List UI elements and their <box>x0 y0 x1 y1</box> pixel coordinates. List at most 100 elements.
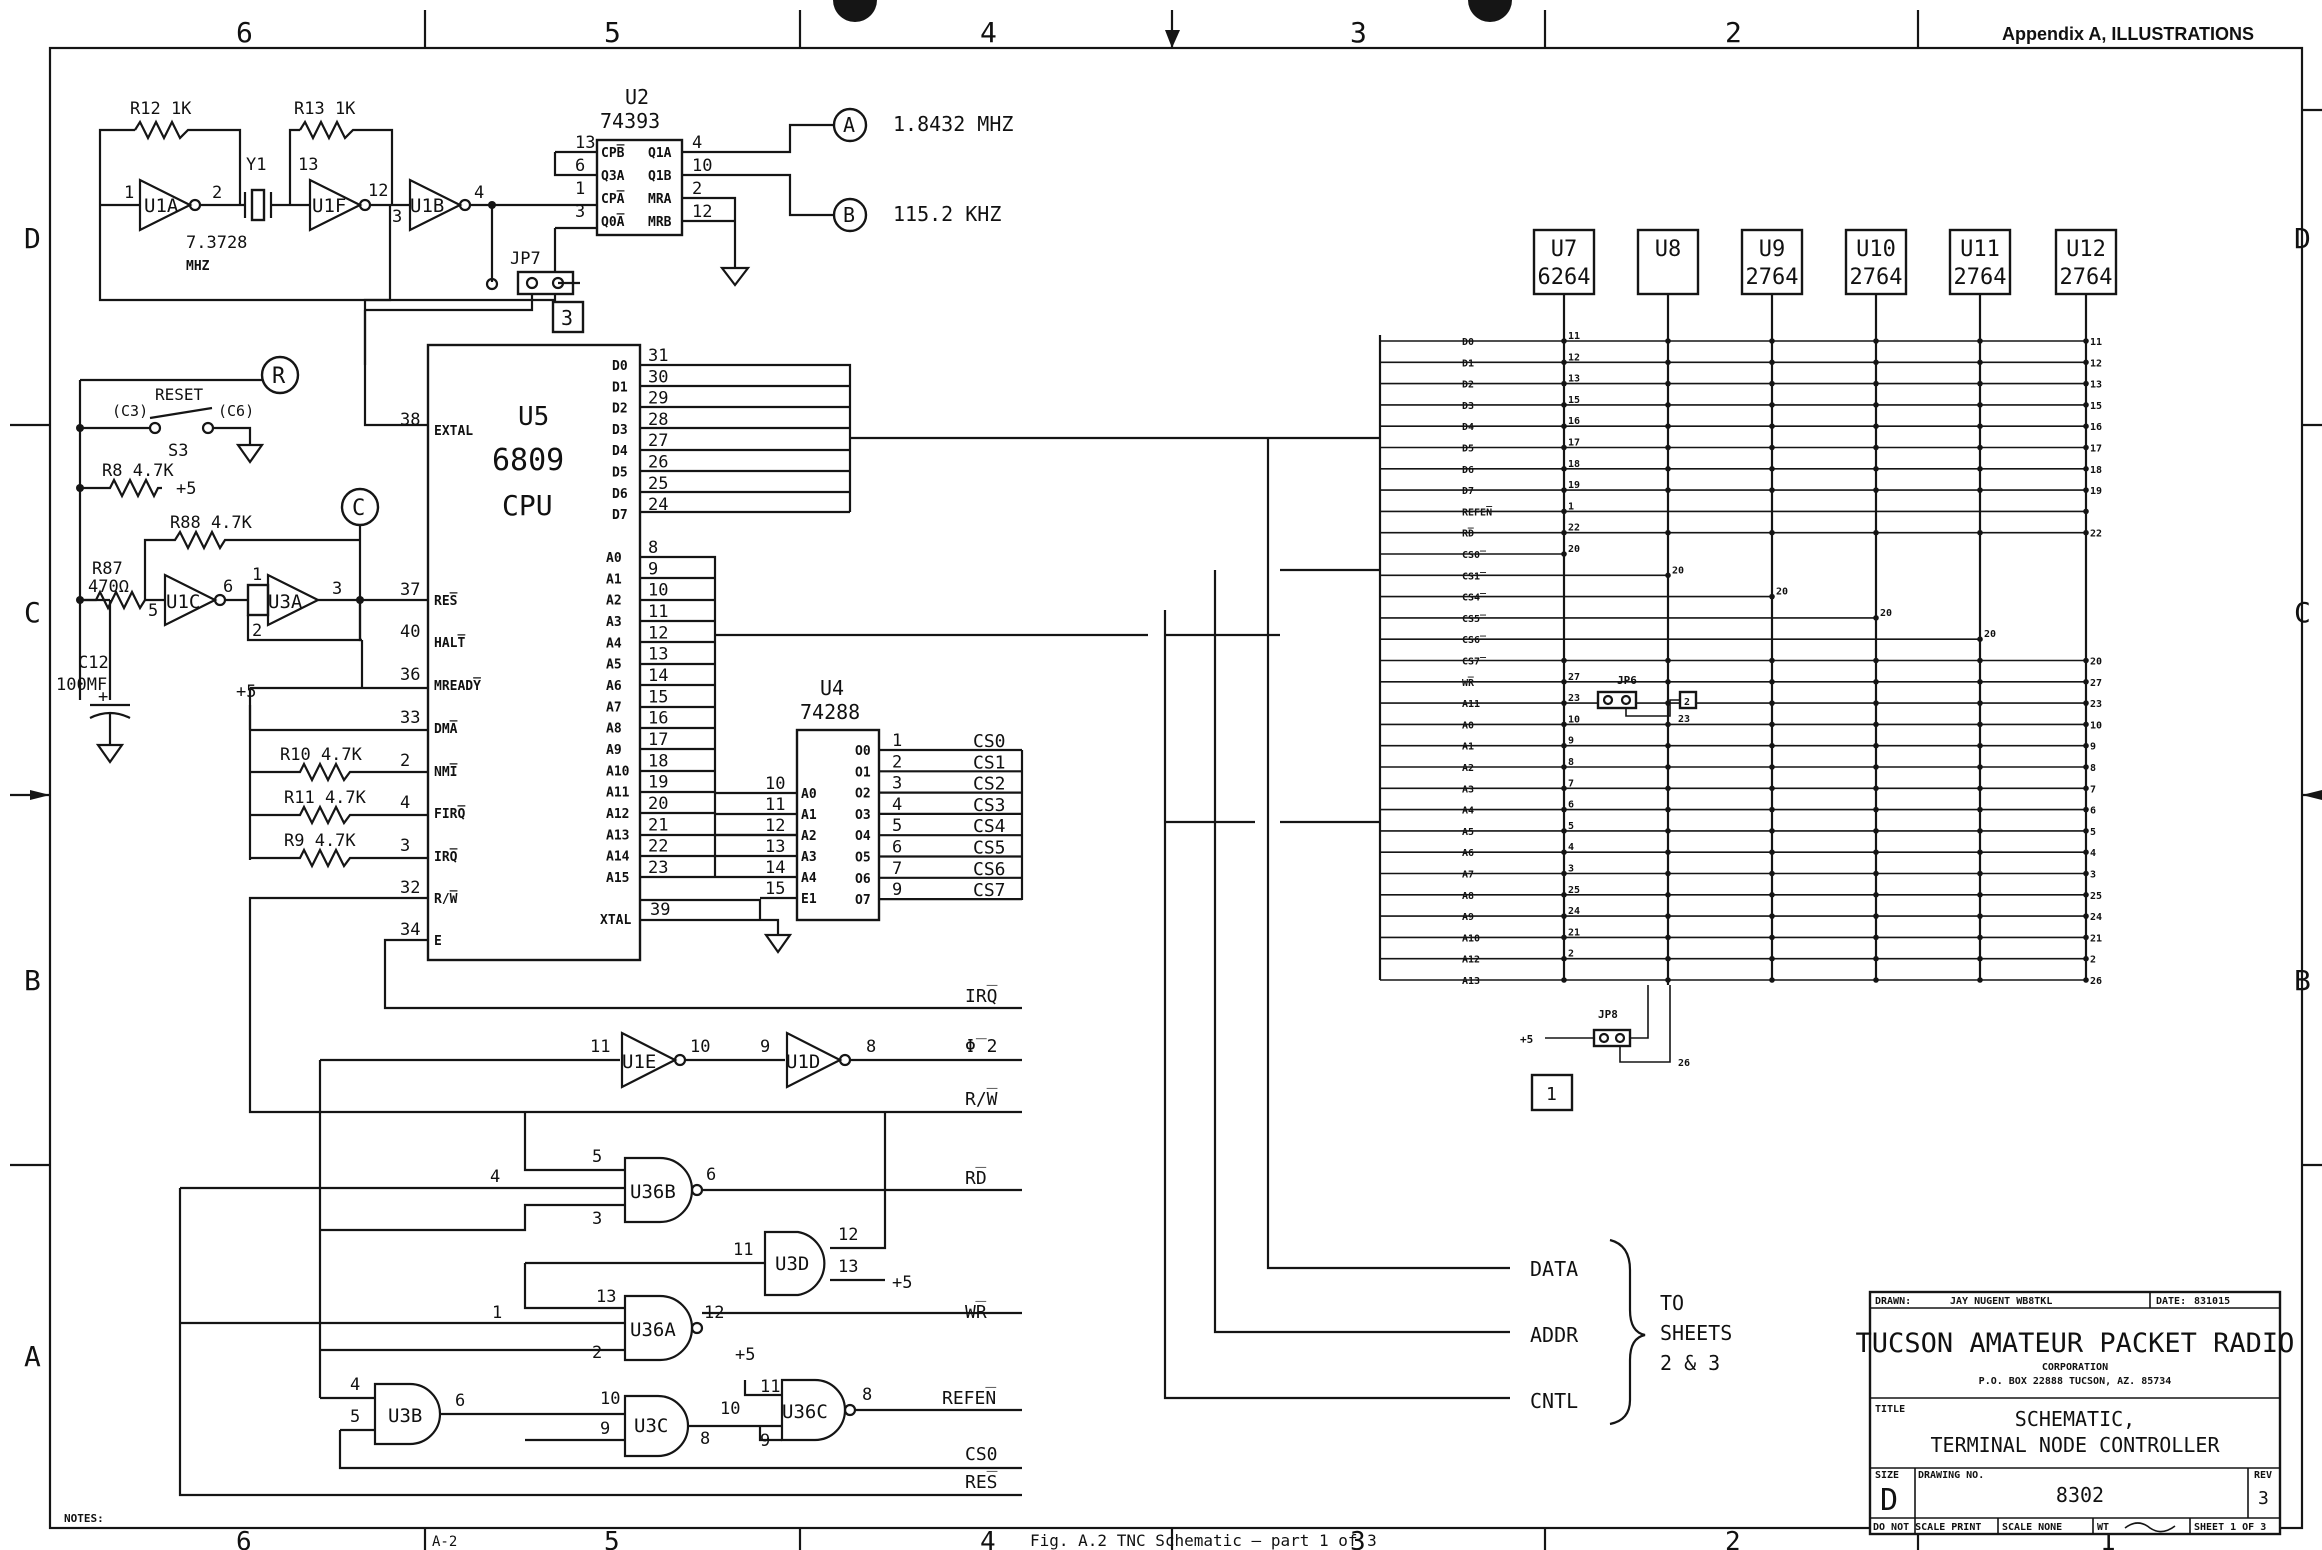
c6-label: (C6) <box>218 402 254 420</box>
cpu-pin-num: 20 <box>648 794 668 814</box>
r87-value: 470Ω <box>88 577 129 597</box>
pin-u1c-out: 6 <box>223 577 233 597</box>
cpu-xtal-pin: XTAL <box>600 913 631 928</box>
row-right-b: B <box>2294 964 2311 997</box>
cpu-pin-data: D0 <box>612 359 628 374</box>
row-left-b: B <box>24 964 41 997</box>
cpu-pin-num: 4 <box>400 793 410 813</box>
memory-chip-ref: U12 <box>2066 237 2106 262</box>
u2-part: 74393 <box>600 109 660 133</box>
cpu-pin-addr: A8 <box>606 722 622 737</box>
u2-pin-right: MRB <box>648 215 672 230</box>
u3a-buffer <box>266 573 321 627</box>
cpu-pin-num: 40 <box>400 622 420 642</box>
cpu-pin-data: D5 <box>612 466 628 481</box>
cpu-part: 6809 <box>492 443 564 478</box>
u12-pin-num: 12 <box>2090 358 2102 369</box>
pin-u1c-in: 5 <box>148 601 158 621</box>
memory-chip-part: 2764 <box>2060 265 2113 290</box>
u12-pin-num: 5 <box>2090 827 2096 838</box>
u4-pin-num: 2 <box>892 752 902 772</box>
cpu-pin-data: D3 <box>612 423 628 438</box>
memory-chip-part: 2764 <box>1850 265 1903 290</box>
y1-crystal <box>250 188 266 222</box>
sig-refen: REFEN̅ <box>942 1387 996 1409</box>
u4-pin-num: 3 <box>892 774 902 794</box>
cpu-pin-addr: A5 <box>606 658 622 673</box>
cpu-pin-num: 31 <box>648 346 668 366</box>
u4-pin-num: 7 <box>892 859 902 879</box>
jp7-jumper: JP7 3 <box>363 249 585 427</box>
memory-chip-part: 2764 <box>1746 265 1799 290</box>
u4-pin-num: 10 <box>765 774 785 794</box>
tag-r-circle <box>260 355 300 395</box>
cpu-kind: CPU <box>502 489 553 522</box>
u4-pin-out: O1 <box>855 765 871 780</box>
memory-signal: A8 <box>1462 891 1474 902</box>
zone-bottom-4: 4 <box>980 1527 996 1550</box>
u12-pin-num: 9 <box>2090 742 2096 753</box>
u12-pin-num: 4 <box>2090 848 2096 859</box>
pin-u36b-b: 4 <box>490 1167 500 1187</box>
u2-pin-left: CPA̅ <box>601 192 625 207</box>
cpu-pin-addr: A0 <box>606 551 622 566</box>
memory-chip-ref: U9 <box>1759 237 1786 262</box>
cpu-pin-num: 36 <box>400 665 420 685</box>
u7-pin-num: 22 <box>1568 523 1580 534</box>
memory-signal: A6 <box>1462 848 1474 859</box>
u7-pin-num: 17 <box>1568 438 1580 449</box>
u1e-inverter <box>620 1031 678 1089</box>
cpu-pin-addr: A1 <box>606 572 622 587</box>
u4-pin-out: O5 <box>855 851 871 866</box>
u4-pin-num: 5 <box>892 816 902 836</box>
cpu-pin-num: 28 <box>648 410 668 430</box>
u4-output-label: CS6 <box>973 859 1006 880</box>
cpu-pin-num: 12 <box>648 623 668 643</box>
cpu-pin-num: 13 <box>648 645 668 665</box>
c12-label: C12 <box>78 653 109 673</box>
pin-u3c-b: 9 <box>600 1419 610 1439</box>
u7-pin-num: 19 <box>1568 480 1580 491</box>
u7-pin-num: 8 <box>1568 757 1574 768</box>
cpu-pin-left: E <box>434 934 442 949</box>
cpu-pin-num: 18 <box>648 751 668 771</box>
pin-u1d-in: 9 <box>760 1037 770 1057</box>
cpu-pin-addr: A6 <box>606 679 622 694</box>
u7-pin-num: 25 <box>1568 885 1580 896</box>
memory-chip-part: 2764 <box>1954 265 2007 290</box>
bus-addr: ADDR <box>1530 1323 1579 1347</box>
r10-label: R10 4.7K <box>280 745 363 765</box>
chip-select-pin: 20 <box>1672 565 1684 576</box>
cpu-pin-data: D6 <box>612 487 628 502</box>
tb-footer-2: SCALE NONE <box>2002 1522 2062 1533</box>
u12-pin-num: 15 <box>2090 401 2102 412</box>
memory-signal: D2 <box>1462 380 1474 391</box>
tb-title-1: SCHEMATIC, <box>2015 1407 2135 1431</box>
u1c-inverter <box>163 573 218 627</box>
u2-counter: U2 74393 CPB̅13Q3A6CPA̅1Q0A̅3Q1A4Q1B10MR… <box>363 85 1013 365</box>
r8-label: R8 4.7K <box>102 461 174 481</box>
memory-signal: A2 <box>1462 763 1474 774</box>
memory-signal: CS4̅ <box>1462 593 1487 604</box>
u2-pin-num: 3 <box>575 202 585 222</box>
r87-label: R87 <box>92 559 123 579</box>
u4-pin-num: 4 <box>892 795 902 815</box>
memory-chip-ref: U7 <box>1551 237 1578 262</box>
u3b-and <box>373 1382 442 1446</box>
u12-pin-num: 24 <box>2090 912 2102 923</box>
u4-pin-num: 11 <box>765 795 785 815</box>
u4-pin-out: O0 <box>855 744 871 759</box>
u7-pin-num: 5 <box>1568 821 1574 832</box>
row-left-d: D <box>24 222 41 255</box>
cpu-pin-num: 30 <box>648 367 668 387</box>
u4-output-label: CS0 <box>973 731 1006 752</box>
u7-pin-num: 4 <box>1568 842 1574 853</box>
tb-drawing-label: DRAWING NO. <box>1918 1470 1984 1481</box>
u7-pin-num: 23 <box>1568 693 1580 704</box>
cpu-pin-num: 32 <box>400 878 420 898</box>
cpu-ref: U5 <box>518 402 549 432</box>
cpu-pin-data: D4 <box>612 444 628 459</box>
sig-res: RES̅ <box>965 1471 998 1493</box>
cpu-data-bus <box>640 363 1380 514</box>
u7-pin-num: 16 <box>1568 416 1580 427</box>
